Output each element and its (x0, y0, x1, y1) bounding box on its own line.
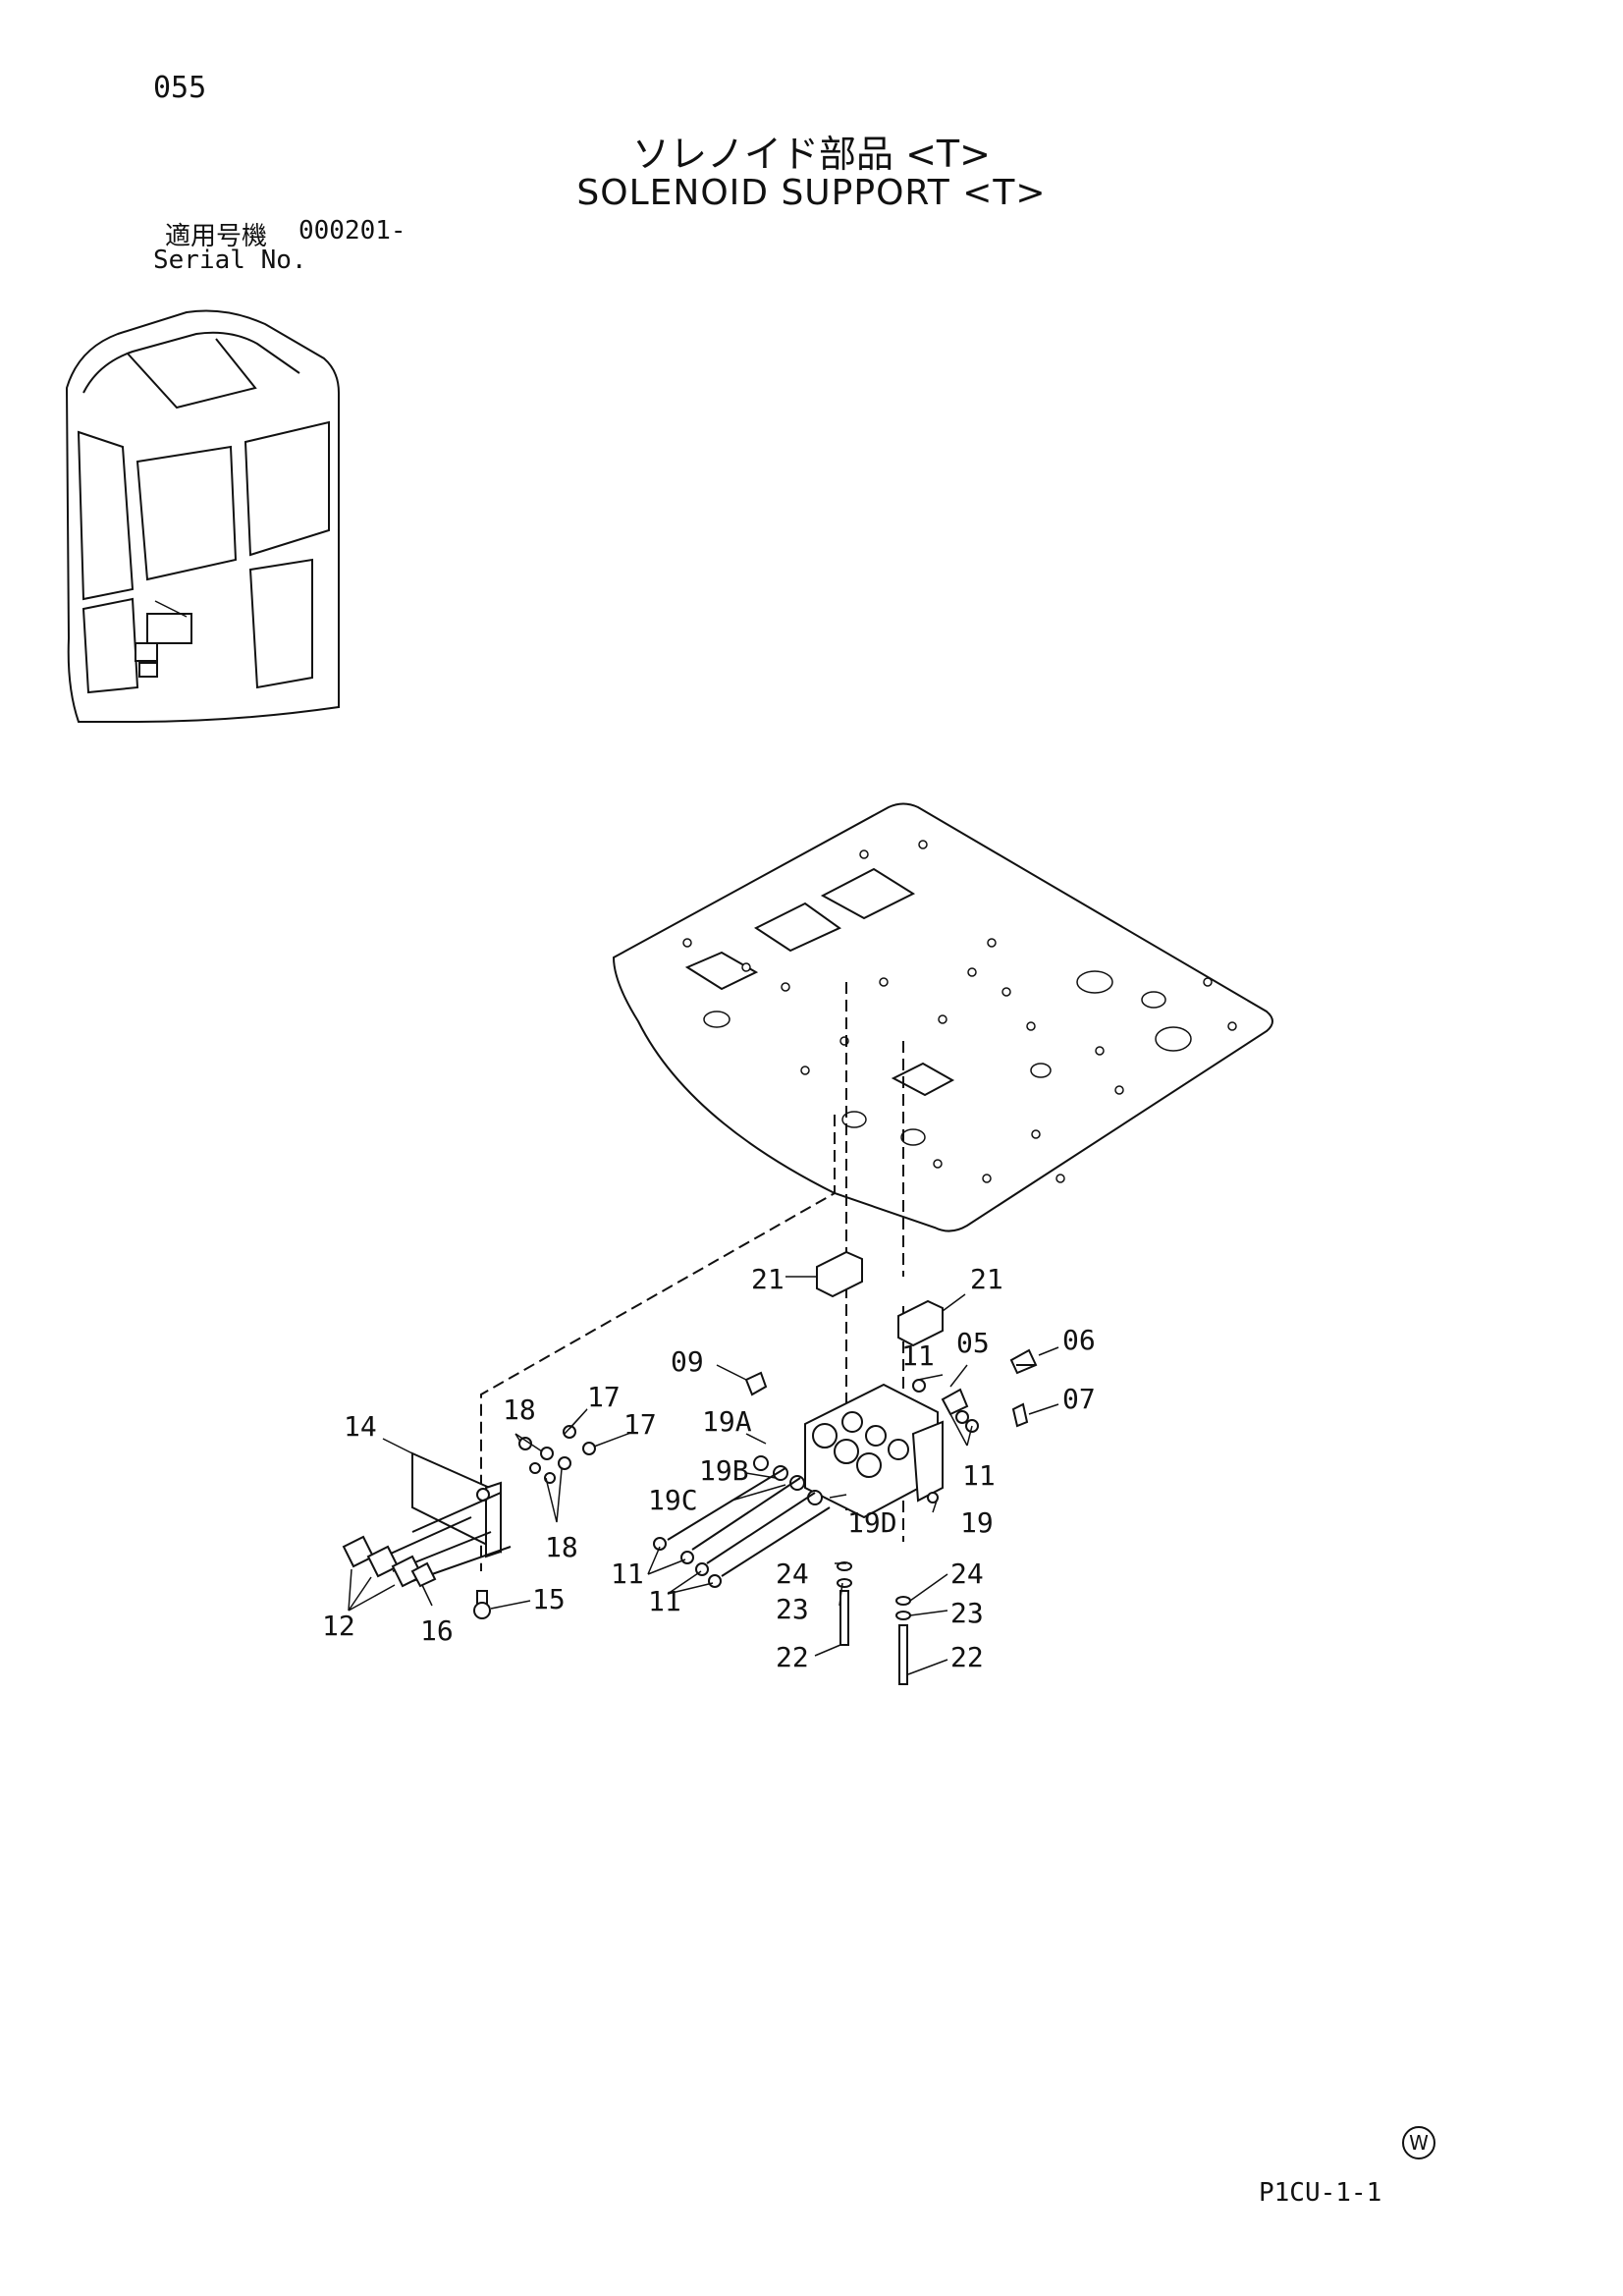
callout-24a: 24 (776, 1558, 809, 1590)
cab-thumbnail-illustration (65, 309, 340, 723)
callout-19b: 19B (699, 1454, 749, 1487)
callout-21b: 21 (970, 1263, 1003, 1295)
left-bracket-assembly (342, 1425, 596, 1619)
callout-17a: 17 (587, 1381, 621, 1413)
callout-11c: 11 (611, 1558, 644, 1590)
callout-12: 12 (322, 1610, 355, 1642)
fittings (653, 1348, 1038, 1588)
serial-label-english: Serial No. (153, 246, 307, 275)
callout-16: 16 (420, 1614, 454, 1647)
callout-09: 09 (671, 1345, 704, 1378)
callout-18a: 18 (503, 1394, 536, 1426)
callout-07: 07 (1062, 1383, 1096, 1415)
callout-24b: 24 (950, 1558, 984, 1590)
solenoid-valve-block (804, 1383, 944, 1519)
callout-11a: 11 (901, 1339, 935, 1372)
serial-value: 000201- (298, 216, 406, 246)
serial-label-japanese: 適用号機 (165, 222, 268, 251)
callout-18b: 18 (545, 1531, 578, 1563)
callout-11b: 11 (962, 1459, 996, 1492)
callout-14: 14 (344, 1410, 377, 1443)
page-number: 055 (153, 71, 207, 105)
callout-06: 06 (1062, 1324, 1096, 1356)
w-circle-mark: W (1402, 2126, 1435, 2159)
page-title-english: SOLENOID SUPPORT <T> (576, 173, 1047, 213)
bolts-and-washers (837, 1561, 911, 1685)
callout-11d: 11 (648, 1585, 681, 1617)
brackets-21 (816, 1250, 944, 1347)
callout-17b: 17 (623, 1408, 657, 1441)
callout-22b: 22 (950, 1641, 984, 1673)
leader-lines (348, 1276, 1059, 1675)
callout-19: 19 (960, 1506, 994, 1539)
callout-labels: 05 06 07 09 11 11 11 11 12 14 15 16 17 1… (322, 1263, 1096, 1673)
callout-21a: 21 (751, 1263, 784, 1295)
callout-15: 15 (532, 1583, 566, 1615)
callout-19d: 19D (847, 1506, 897, 1539)
page-title-japanese: ソレノイド部品 <T> (632, 133, 991, 176)
callout-05: 05 (956, 1327, 990, 1359)
callout-22a: 22 (776, 1641, 809, 1673)
floor-plate (612, 802, 1273, 1232)
callout-19a: 19A (702, 1405, 752, 1438)
callout-19c: 19C (648, 1484, 698, 1516)
page-code: P1CU-1-1 (1259, 2178, 1382, 2208)
callout-23a: 23 (776, 1593, 809, 1625)
callout-23b: 23 (950, 1597, 984, 1629)
